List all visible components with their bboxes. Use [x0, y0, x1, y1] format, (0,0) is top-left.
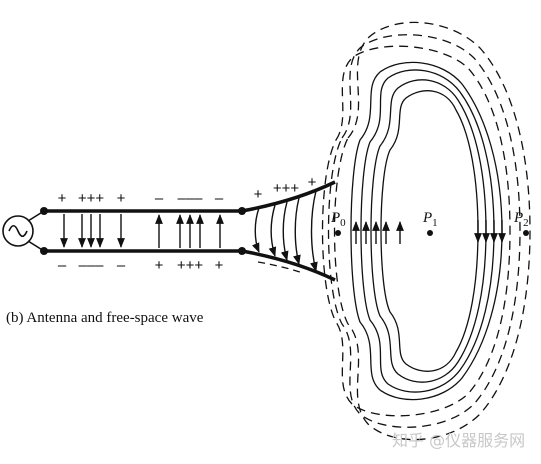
wave-loop-dashed — [327, 34, 521, 428]
horn-dashed-field — [257, 261, 301, 273]
charge-label: + — [308, 174, 317, 191]
charges-line-top: + +++ + – ––– – — [58, 190, 224, 207]
field-arrow — [268, 204, 277, 257]
horn-field-arrows — [251, 190, 318, 272]
wave-loop — [370, 79, 487, 383]
horn-bottom-conductor — [241, 249, 336, 282]
point-label-p2: P2 — [513, 210, 529, 229]
charge-label: ––– — [78, 257, 104, 274]
wave-front-dashed — [321, 21, 531, 441]
wave-field-arrows — [352, 220, 506, 244]
watermark: 知乎 @仪器服务网 — [392, 431, 525, 450]
charge-label: – — [117, 257, 126, 274]
line-field-arrows — [60, 214, 224, 248]
transmission-line — [40, 207, 246, 255]
charge-label: + — [117, 190, 126, 207]
field-arrow — [310, 190, 318, 272]
charges-horn-top: + +++ + — [254, 174, 317, 203]
figure-caption: (b) Antenna and free-space wave — [6, 310, 204, 326]
charge-label: +++ — [273, 180, 300, 197]
terminal-dot — [40, 207, 48, 215]
ac-source — [2, 210, 45, 252]
charge-label: ––– — [177, 190, 203, 207]
charge-label: + — [215, 257, 224, 274]
field-arrow — [293, 197, 301, 265]
source-circle — [2, 215, 34, 247]
field-arrow — [280, 201, 289, 261]
charge-label: +++ — [177, 257, 204, 274]
wave-loop — [380, 90, 479, 372]
wave-loop-dashed — [333, 21, 531, 441]
field-arrow — [251, 207, 260, 253]
charge-label: +++ — [78, 190, 105, 207]
wave-loop — [360, 69, 495, 393]
point-dot — [335, 230, 341, 236]
charge-label: + — [254, 186, 263, 203]
point-label-p0: P0 — [330, 210, 346, 229]
point-dot — [427, 230, 433, 236]
terminal-dot — [40, 247, 48, 255]
horn-top-conductor — [241, 180, 336, 213]
point-dot — [523, 230, 529, 236]
sine-icon — [8, 224, 28, 238]
charge-label: + — [155, 257, 164, 274]
charge-label: – — [215, 190, 224, 207]
charge-label: – — [58, 257, 67, 274]
observation-points: P0 P1 P2 — [330, 210, 529, 236]
wave-front-solid — [350, 61, 503, 401]
point-label-p1: P1 — [422, 210, 438, 229]
charges-line-bottom: – ––– – + +++ + — [58, 257, 224, 274]
charge-label: + — [58, 190, 67, 207]
wave-loop-dashed — [321, 45, 511, 417]
wave-loop — [350, 61, 503, 401]
charge-label: – — [155, 190, 164, 207]
